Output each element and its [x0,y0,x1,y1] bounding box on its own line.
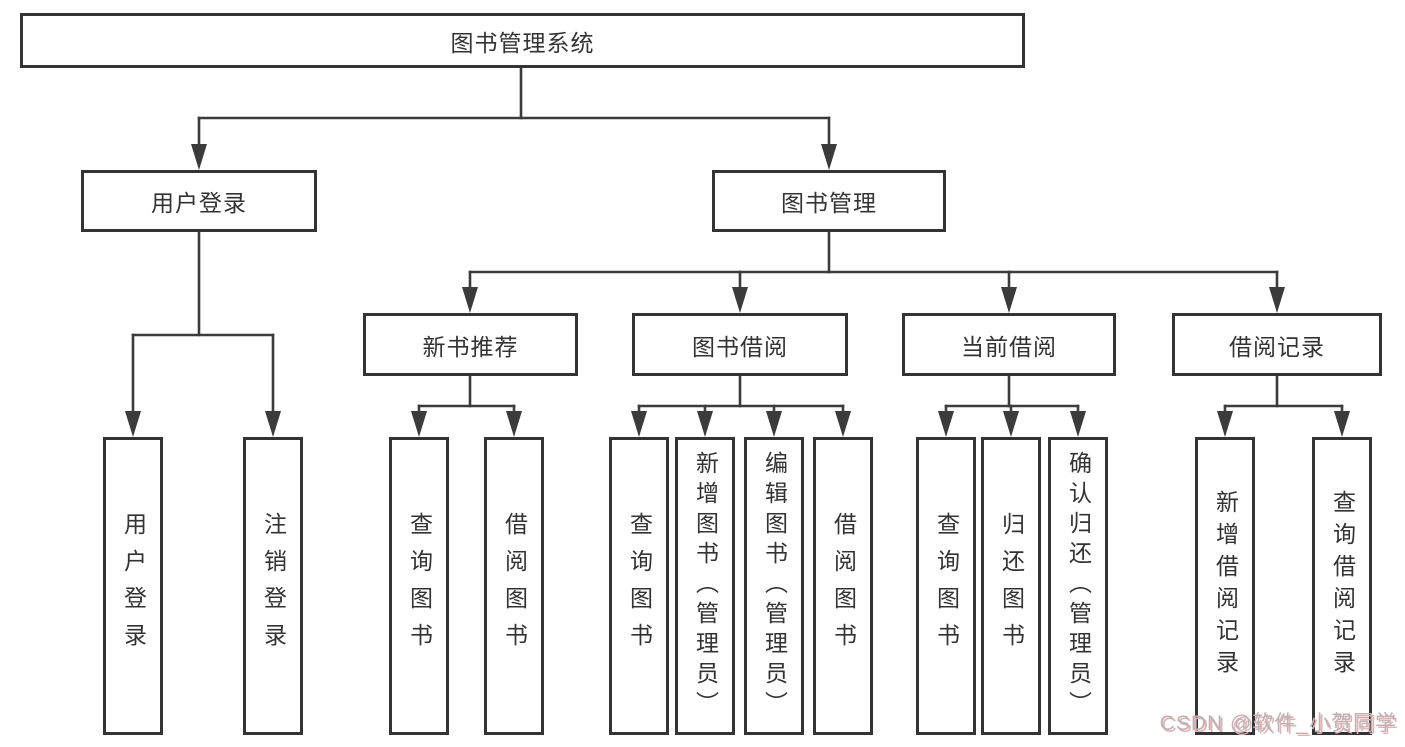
node-library-management-system: 图书管理系统 [20,13,1025,68]
leaf-user-login: 用户登录 [103,437,163,735]
leaf-borrow-add-books-admin: 新增图书（管理员） [675,437,735,735]
node-label: 用户登录 [120,512,147,660]
node-label: 注销登录 [260,512,287,660]
node-label: 借阅图书 [501,512,528,660]
node-current-borrowing: 当前借阅 [902,313,1116,376]
node-label: 当前借阅 [961,333,1057,360]
node-label: 借阅图书 [830,512,857,660]
leaf-current-return-books: 归还图书 [981,437,1041,735]
node-label: 归还图书 [998,512,1025,660]
node-label: 用户登录 [151,190,247,216]
node-new-book-recommend: 新书推荐 [363,313,578,376]
node-label: 编辑图书（管理员） [761,451,788,721]
node-label: 图书管理 [781,190,877,216]
node-borrowing-records: 借阅记录 [1172,313,1382,376]
leaf-current-confirm-return-admin: 确认归还（管理员） [1048,437,1108,735]
node-label: 新增图书（管理员） [692,451,719,721]
node-label: 查询图书 [406,512,433,660]
node-label: 图书管理系统 [450,29,595,56]
leaf-borrow-query-books: 查询图书 [609,437,669,735]
node-label: 确认归还（管理员） [1065,451,1092,721]
node-label: 查询借阅记录 [1329,490,1356,682]
node-label: 图书借阅 [692,333,788,360]
csdn-watermark: CSDN @软件_小贺同学 [1159,712,1397,735]
node-label: 查询图书 [626,512,653,660]
leaf-current-query-books: 查询图书 [916,437,976,735]
node-book-borrowing: 图书借阅 [632,313,848,376]
node-book-management: 图书管理 [712,170,946,232]
node-label: 借阅记录 [1229,333,1325,360]
node-label: 新增借阅记录 [1212,490,1239,682]
leaf-borrow-borrow-books: 借阅图书 [813,437,873,735]
leaf-newrec-borrow-books: 借阅图书 [484,437,544,735]
leaf-borrow-edit-books-admin: 编辑图书（管理员） [744,437,804,735]
node-label: 新书推荐 [422,333,519,360]
leaf-logout: 注销登录 [243,437,303,735]
node-label: 查询图书 [933,512,960,660]
leaf-records-add-record: 新增借阅记录 [1195,437,1255,735]
leaf-records-query-record: 查询借阅记录 [1312,437,1372,735]
leaf-newrec-query-books: 查询图书 [389,437,449,735]
node-user-login: 用户登录 [81,170,317,232]
